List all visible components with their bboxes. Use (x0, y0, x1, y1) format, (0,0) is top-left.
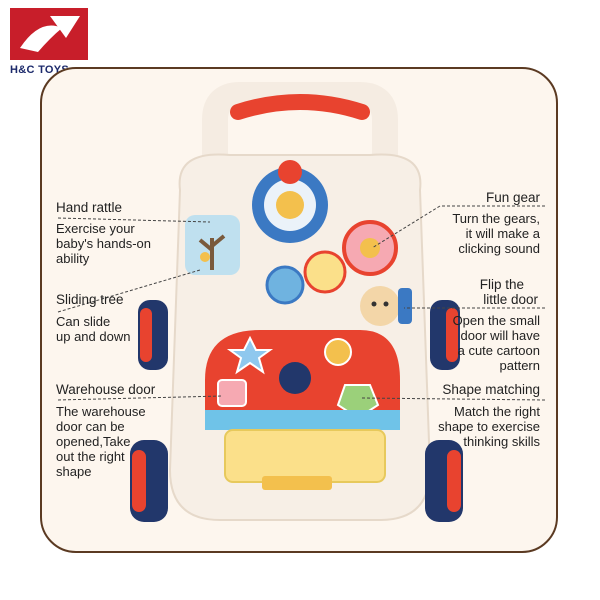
warehouse-door-desc-3: opened,Take (56, 434, 131, 449)
sliding-tree-desc-2: up and down (56, 329, 131, 344)
warehouse-door-title: Warehouse door (56, 382, 156, 397)
flip-door-desc-3: a cute cartoon (457, 343, 540, 358)
hand-rattle-desc-1: Exercise your (56, 221, 135, 236)
brand-logo: H&C TOYS (10, 8, 88, 78)
warehouse-door-desc-5: shape (56, 464, 92, 479)
warehouse-door-desc-2: door can be (56, 419, 125, 434)
logo-mark-icon (10, 8, 88, 60)
hand-rattle-desc-3: ability (56, 251, 90, 266)
flip-door-title-2: little door (483, 292, 538, 307)
hand-rattle-title: Hand rattle (56, 200, 123, 215)
flip-door-desc-2: door will have (460, 328, 541, 343)
shape-matching-title: Shape matching (442, 382, 540, 397)
shape-matching-desc-3: thinking skills (463, 434, 540, 449)
fun-gear-title: Fun gear (485, 190, 540, 205)
warehouse-door-desc-4: out the right (56, 449, 125, 464)
flip-door-title-1: Flip the (479, 277, 524, 292)
fun-gear-desc-2: it will make a (465, 226, 540, 241)
fun-gear-desc-1: Turn the gears, (452, 211, 540, 226)
warehouse-door-desc-1: The warehouse (56, 404, 146, 419)
sliding-tree-desc-1: Can slide (56, 314, 111, 329)
sliding-tree-title: Sliding tree (56, 292, 124, 307)
shape-matching-desc-1: Match the right (454, 404, 540, 419)
hand-rattle-desc-2: baby's hands-on (56, 236, 151, 251)
flip-door-desc-4: pattern (499, 358, 540, 373)
flip-door-desc-1: Open the small (452, 313, 540, 328)
shape-matching-desc-2: shape to exercise (438, 419, 540, 434)
fun-gear-desc-3: clicking sound (458, 241, 540, 256)
